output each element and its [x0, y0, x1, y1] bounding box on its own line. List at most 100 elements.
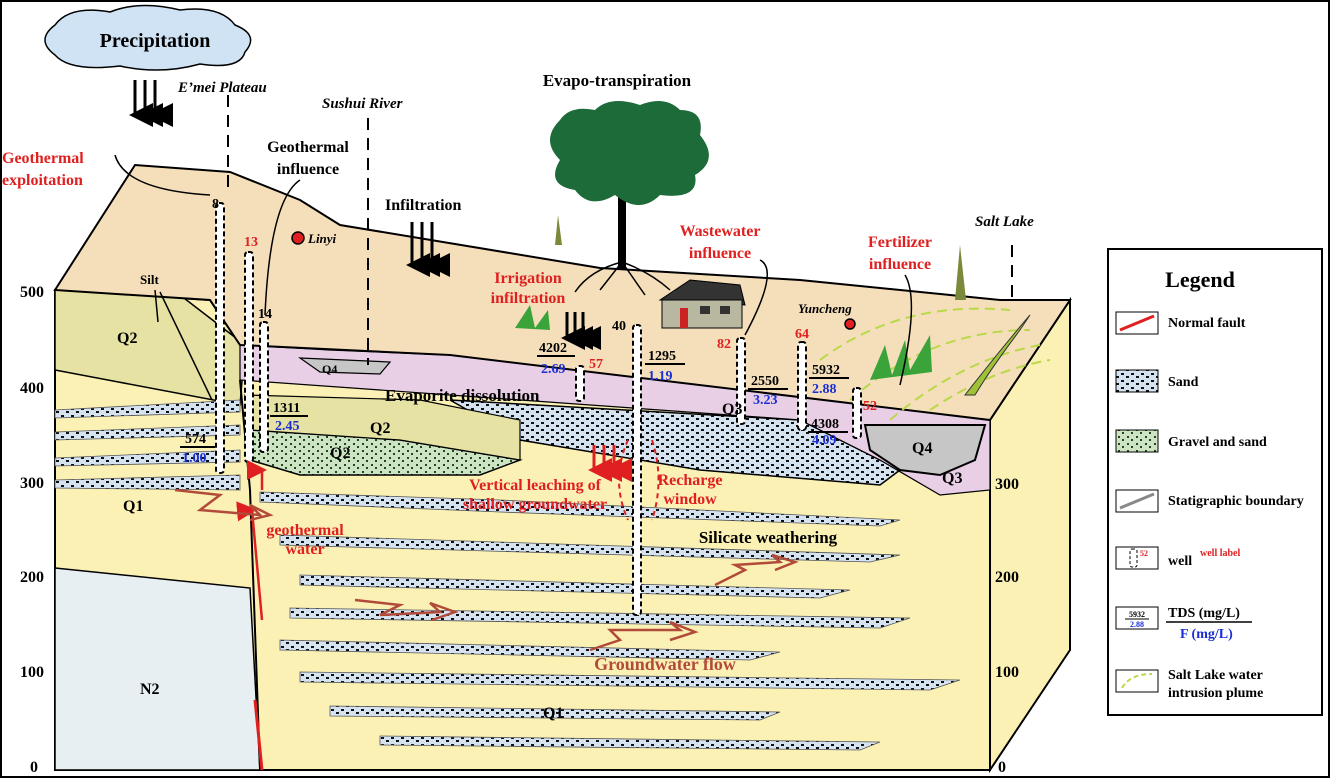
legend-label-sand: Sand: [1168, 375, 1199, 390]
leaching-arrows: [588, 445, 632, 482]
fault-marker: [253, 699, 264, 771]
right-axis: 300 200 100 0: [995, 476, 1019, 776]
irrigation-arrows: [561, 312, 601, 350]
legend-title: Legend: [1165, 267, 1235, 292]
flow-arrows: [174, 488, 799, 652]
linyi-marker: [291, 231, 305, 245]
left-tick-200: 200: [20, 569, 44, 586]
svg-text:4202: 4202: [539, 341, 567, 356]
svg-text:Q3: Q3: [722, 401, 742, 418]
legend-swatch-sand: [1115, 369, 1159, 393]
precipitation-cloud: [44, 4, 252, 71]
fertilizer-pointer: [899, 274, 913, 386]
evapo-label: Evapo-transpiration: [543, 71, 692, 90]
legend-swatch-plume: [1115, 669, 1159, 693]
salt-lake-water: [963, 314, 1031, 396]
legend-label-fault: Normal fault: [1168, 316, 1246, 331]
svg-text:Q3: Q3: [942, 470, 962, 487]
svg-text:2550: 2550: [751, 374, 779, 389]
legend-tds-sample: 5932: [1129, 610, 1145, 619]
n2-unit: [54, 567, 261, 771]
recharge-window-bounds: [618, 439, 660, 521]
wells: [215, 202, 862, 616]
well-57-label: 57: [589, 357, 603, 372]
salt-lake-label: Salt Lake: [975, 214, 1034, 230]
geothermal-influence-label-1: Geothermal: [267, 139, 349, 156]
svg-text:Q1: Q1: [543, 705, 563, 722]
svg-text:2.88: 2.88: [812, 382, 837, 397]
legend-well-sample: 52: [1140, 549, 1148, 558]
svg-text:574: 574: [185, 432, 206, 447]
precipitation-arrows: [129, 80, 173, 127]
sand-lenses: [54, 399, 961, 751]
svg-text:Q2: Q2: [330, 445, 350, 462]
legend-label-plume-2: intrusion plume: [1168, 686, 1263, 701]
legend-swatch-tds: [1115, 606, 1159, 630]
well-icon: [1129, 548, 1138, 568]
wastewater-label-1: Wastewater: [680, 223, 761, 240]
svg-text:Q1: Q1: [123, 498, 143, 515]
right-tick-100: 100: [995, 664, 1019, 681]
geothermal-exploitation-label-1: Geothermal: [2, 150, 84, 167]
well-labels: 8 13 14 57 40 82 64 52: [212, 197, 877, 414]
q4-right-lens: [863, 424, 987, 477]
geothermal-water-arrows: [236, 460, 267, 621]
right-tick-0: 0: [998, 759, 1006, 776]
svg-text:3.23: 3.23: [753, 393, 778, 408]
infiltration-arrows: [406, 222, 450, 277]
geothermal-influence-pointer: [264, 179, 301, 316]
plume-icon: [1121, 673, 1153, 689]
legend-label-well-sup: well label: [1200, 548, 1240, 559]
legend-label-well: well: [1168, 554, 1192, 569]
well-40-label: 40: [612, 319, 626, 334]
tree-icon: [550, 101, 709, 296]
linyi-label: Linyi: [307, 231, 337, 246]
yuncheng-label: Yuncheng: [798, 301, 852, 316]
right-tick-200: 200: [995, 569, 1019, 586]
well-8-label: 8: [212, 197, 219, 212]
svg-text:4.09: 4.09: [812, 433, 837, 448]
precipitation-label: Precipitation: [100, 30, 211, 52]
geothermal-water-label-1: geothermal: [266, 522, 344, 539]
fault-icon: [1119, 314, 1155, 332]
geothermal-exploitation-pointer: [114, 154, 211, 196]
geothermal-exploitation-label-2: exploitation: [2, 172, 83, 189]
geothermal-water-label-2: water: [285, 541, 324, 558]
well-52-label: 52: [863, 399, 877, 414]
evaporite-label: Evaporite dissolution: [385, 386, 540, 405]
reference-dashes: [227, 95, 1013, 365]
well-13-label: 13: [244, 235, 258, 250]
geothermal-influence-label-2: influence: [277, 161, 339, 178]
infiltration-label: Infiltration: [385, 197, 462, 214]
left-axis: 500 400 300 200 100 0: [20, 284, 44, 776]
fertilizer-label-2: influence: [869, 256, 931, 273]
svg-text:2.45: 2.45: [275, 419, 300, 434]
top-soil-surface: [53, 163, 1072, 422]
legend-swatch-gravel: [1115, 429, 1159, 453]
yuncheng-marker: [844, 318, 856, 330]
silt-label: Silt: [140, 272, 159, 287]
well-64-label: 64: [795, 327, 809, 342]
legend-label-f: F (mg/L): [1180, 627, 1233, 642]
legend-label-boundary: Statigraphic boundary: [1168, 494, 1304, 509]
plant-icons: [515, 215, 966, 380]
left-tick-400: 400: [20, 380, 44, 397]
legend-label-tds: TDS (mg/L): [1168, 606, 1240, 621]
fault-line: [239, 379, 261, 771]
recharge-label-2: window: [663, 491, 717, 508]
svg-text:1311: 1311: [273, 401, 300, 416]
boundary-icon: [1119, 492, 1155, 510]
sushui-label: Sushui River: [322, 96, 403, 112]
svg-text:N2: N2: [140, 681, 160, 698]
left-tick-500: 500: [20, 284, 44, 301]
tds-f-labels: 574 1.00 1311 2.45 4202 2.69 1295 1.19 2…: [180, 341, 849, 466]
svg-text:Q4: Q4: [322, 362, 337, 376]
svg-text:1.19: 1.19: [648, 369, 673, 384]
left-tick-300: 300: [20, 475, 44, 492]
svg-text:Q2: Q2: [117, 330, 137, 347]
vertical-leaching-label-2: shallow groundwater: [463, 496, 607, 513]
irrigation-label-2: infiltration: [491, 290, 566, 307]
